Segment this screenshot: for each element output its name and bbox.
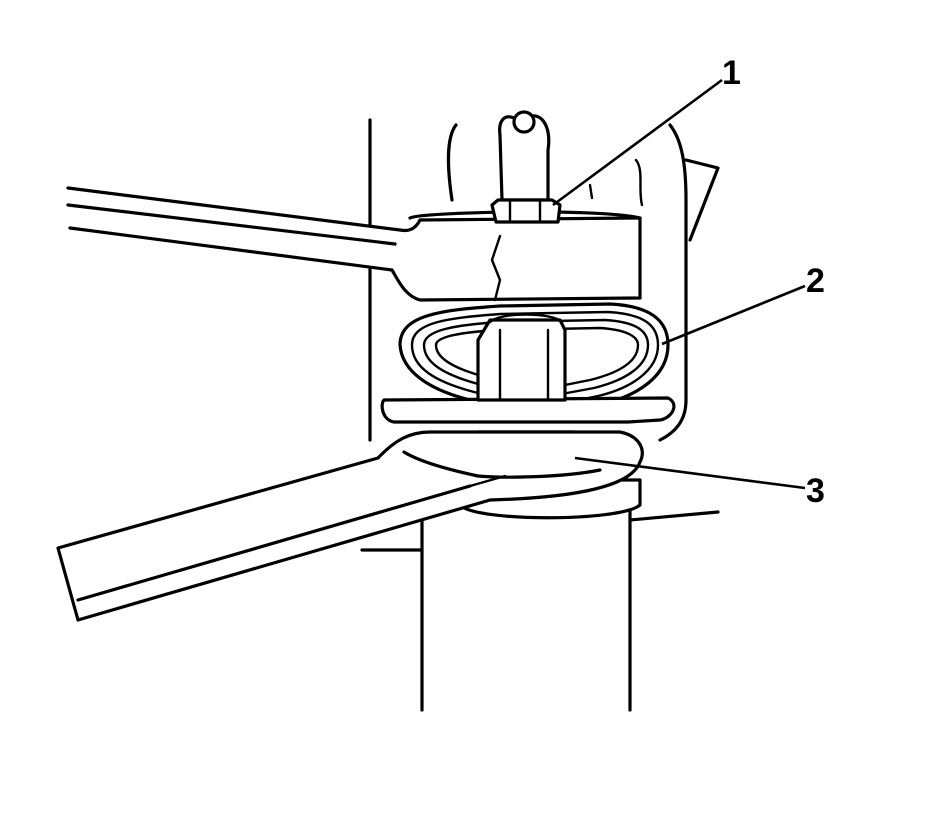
upper-nut (490, 198, 562, 224)
retainer-plate (380, 396, 676, 424)
callout-leaders (552, 78, 806, 490)
upper-stud (498, 110, 551, 202)
leader-line-3 (574, 456, 806, 490)
frame-bracket (368, 118, 720, 442)
lower-wrench (56, 430, 644, 622)
upper-wrench (66, 186, 642, 302)
leader-line-2 (661, 284, 806, 346)
callout-1: 1 (722, 54, 741, 92)
leader-line-1 (552, 78, 723, 207)
inner-nut (476, 313, 567, 402)
callout-3: 3 (806, 472, 825, 510)
callout-2: 2 (806, 262, 825, 300)
